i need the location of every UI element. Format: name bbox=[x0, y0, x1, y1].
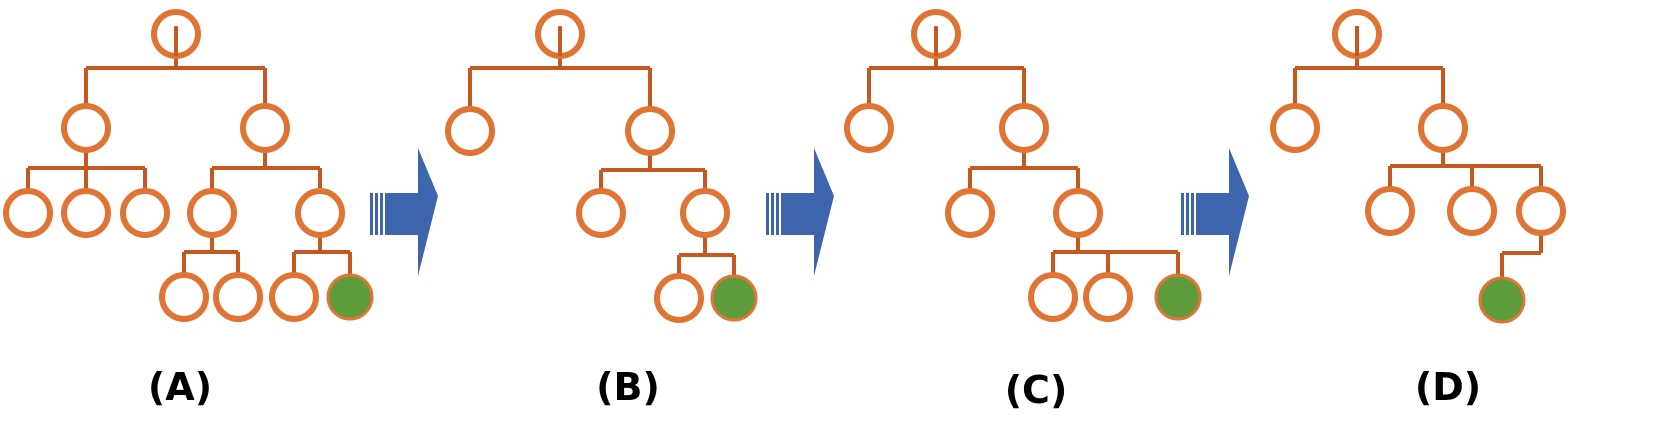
tree-node bbox=[3, 188, 53, 238]
tree-node bbox=[187, 188, 237, 238]
tree-node bbox=[1418, 103, 1468, 153]
tree-node bbox=[61, 103, 111, 153]
tree-node bbox=[159, 272, 209, 322]
panel-b bbox=[445, 9, 758, 323]
tree-node bbox=[61, 188, 111, 238]
tree-node bbox=[1028, 272, 1078, 322]
panel-c-label: (C) bbox=[1005, 368, 1068, 412]
panel-d-label: (D) bbox=[1415, 365, 1481, 409]
target-node bbox=[710, 274, 758, 322]
panel-a bbox=[3, 9, 374, 322]
tree-node bbox=[844, 103, 894, 153]
target-node bbox=[326, 273, 374, 321]
tree-node bbox=[120, 188, 170, 238]
tree-node bbox=[680, 188, 730, 238]
tree-node bbox=[295, 188, 345, 238]
panel-d bbox=[1270, 9, 1566, 324]
tree-node bbox=[1053, 188, 1103, 238]
panel-c bbox=[844, 9, 1202, 322]
block-arrow-right-icon bbox=[370, 148, 438, 276]
tree-node bbox=[654, 273, 704, 323]
tree-node bbox=[445, 106, 495, 156]
block-arrow-right-icon bbox=[1181, 148, 1249, 276]
tree-node bbox=[269, 272, 319, 322]
tree-node bbox=[213, 272, 263, 322]
tree-node bbox=[1447, 186, 1497, 236]
tree-node bbox=[1365, 186, 1415, 236]
tree-node bbox=[576, 188, 626, 238]
panel-a-label: (A) bbox=[148, 365, 212, 409]
panel-b-label: (B) bbox=[596, 365, 660, 409]
target-node bbox=[1478, 276, 1526, 324]
tree-node bbox=[1516, 186, 1566, 236]
tree-node bbox=[625, 106, 675, 156]
target-node bbox=[1154, 273, 1202, 321]
tree-node bbox=[1083, 272, 1133, 322]
tree-node bbox=[1270, 103, 1320, 153]
tree-node bbox=[945, 188, 995, 238]
tree-node bbox=[999, 103, 1049, 153]
block-arrow-right-icon bbox=[766, 148, 834, 276]
tree-node bbox=[240, 103, 290, 153]
